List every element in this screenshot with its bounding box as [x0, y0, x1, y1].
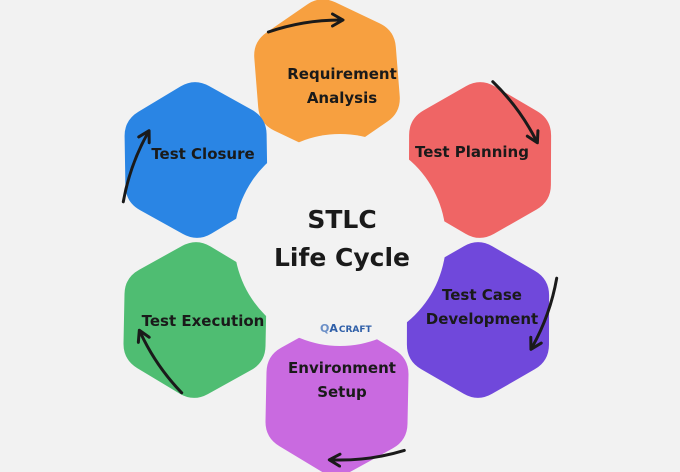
- step-shape-2: [408, 82, 552, 238]
- qacraft-logo: QACRAFT: [320, 322, 373, 335]
- step-label-4-line-2: Setup: [317, 383, 367, 401]
- step-label-3-line-1: Test Case: [442, 286, 522, 304]
- logo-q: Q: [320, 322, 329, 335]
- step-label-6-line-1: Test Closure: [151, 145, 254, 163]
- step-label-4-line-1: Environment: [288, 359, 396, 377]
- step-shape-5: [123, 242, 267, 398]
- step-label-5-line-1: Test Execution: [142, 312, 265, 330]
- center-title-line2: Life Cycle: [274, 243, 410, 272]
- cycle-arrow-4: [327, 448, 406, 468]
- cycle-arrow-6: [121, 129, 151, 204]
- cycle-arrows: [121, 12, 559, 468]
- logo-a: A: [329, 322, 338, 335]
- cycle-arrow-1: [266, 12, 345, 34]
- cycle-arrow-3: [529, 276, 559, 351]
- step-shape-1: [254, 0, 400, 155]
- logo-craft: CRAFT: [339, 325, 373, 335]
- center-title-line1: STLC: [307, 205, 376, 234]
- step-label-3-line-2: Development: [426, 310, 538, 328]
- step-shape-3: [406, 242, 550, 398]
- step-shapes: [123, 0, 552, 472]
- cycle-arrow-2: [491, 80, 540, 145]
- step-shape-6: [124, 82, 268, 238]
- svg-text:QACRAFT: QACRAFT: [320, 322, 373, 335]
- step-label-2-line-1: Test Planning: [415, 143, 529, 161]
- step-label-1-line-1: Requirement: [287, 65, 397, 83]
- step-label-1-line-2: Analysis: [307, 89, 377, 107]
- step-shape-4: [265, 320, 409, 472]
- center-hub: [234, 134, 446, 346]
- cycle-arrow-5: [136, 328, 184, 395]
